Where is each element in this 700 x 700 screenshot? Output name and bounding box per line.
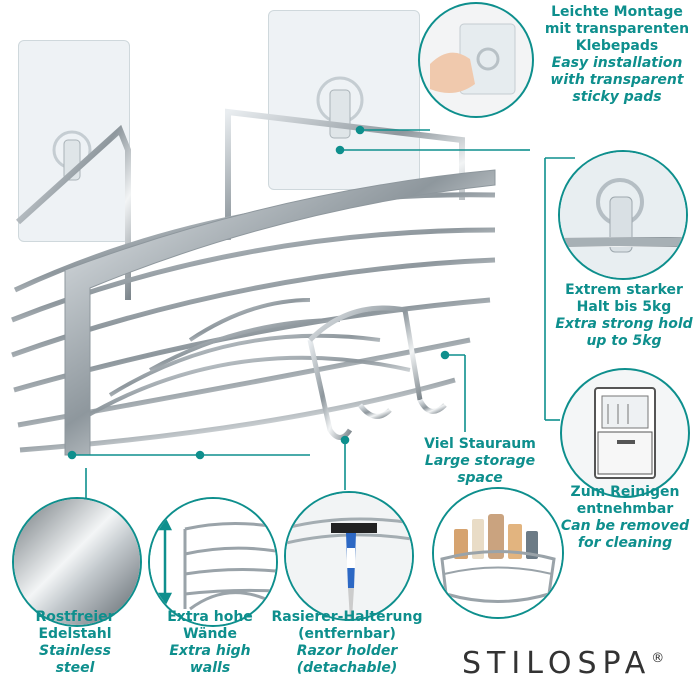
arrow-updown-icon bbox=[157, 516, 173, 607]
hand-icon bbox=[430, 23, 516, 95]
walls-detail-icon bbox=[150, 499, 276, 625]
detail-circle-walls bbox=[148, 497, 278, 627]
steel-texture-icon bbox=[14, 499, 140, 625]
detail-circle-dishwasher bbox=[560, 368, 690, 498]
detail-circle-hook bbox=[558, 150, 688, 280]
steel-de-text: Rostfreier Edelstahl bbox=[35, 609, 115, 642]
detail-circle-razor bbox=[284, 491, 414, 621]
mounting-en-text: Easy installation with transparent stick… bbox=[550, 55, 684, 105]
dishwasher-icon bbox=[594, 387, 656, 479]
detail-circle-mounting bbox=[418, 2, 534, 118]
brand-name: STILOSPA bbox=[462, 646, 652, 681]
steel-en-text: Stainless steel bbox=[39, 643, 111, 676]
storage-en-text: Large storage space bbox=[424, 453, 536, 486]
hook-detail-icon bbox=[560, 152, 686, 278]
registered-mark: ® bbox=[651, 651, 665, 666]
razor-en-text: Razor holder (detachable) bbox=[296, 643, 398, 676]
strong-hold-de-text: Extrem starker Halt bis 5kg bbox=[565, 282, 683, 315]
razor-de-text: Rasierer-Halterung (entfernbar) bbox=[271, 609, 423, 642]
bottles-icon bbox=[434, 489, 562, 617]
feature-label-mounting: Leichte Montage mit transparenten Klebep… bbox=[532, 4, 700, 106]
razor-icon bbox=[286, 493, 412, 619]
detail-circle-storage bbox=[432, 487, 564, 619]
mounting-de-text: Leichte Montage mit transparenten Klebep… bbox=[544, 4, 690, 54]
feature-label-cleaning: Zum Reinigen entnehmbar Can be removed f… bbox=[550, 484, 700, 552]
detail-circle-steel bbox=[12, 497, 142, 627]
walls-de-text: Extra hohe Wände bbox=[167, 609, 253, 642]
strong-hold-en-text: Extra strong hold up to 5kg bbox=[555, 316, 693, 349]
walls-en-text: Extra high walls bbox=[169, 643, 251, 676]
cleaning-de-text: Zum Reinigen entnehmbar bbox=[570, 484, 680, 517]
storage-de-text: Viel Stauraum bbox=[424, 436, 536, 452]
feature-label-walls: Extra hohe Wände Extra high walls bbox=[140, 609, 280, 677]
feature-label-razor: Rasierer-Halterung (entfernbar) Razor ho… bbox=[262, 609, 432, 677]
cleaning-en-text: Can be removed for cleaning bbox=[560, 518, 690, 551]
brand-logo: STILOSPA® bbox=[462, 646, 664, 681]
feature-label-steel: Rostfreier Edelstahl Stainless steel bbox=[5, 609, 145, 677]
feature-label-storage: Viel Stauraum Large storage space bbox=[420, 436, 540, 487]
feature-label-strong-hold: Extrem starker Halt bis 5kg Extra strong… bbox=[548, 282, 700, 350]
